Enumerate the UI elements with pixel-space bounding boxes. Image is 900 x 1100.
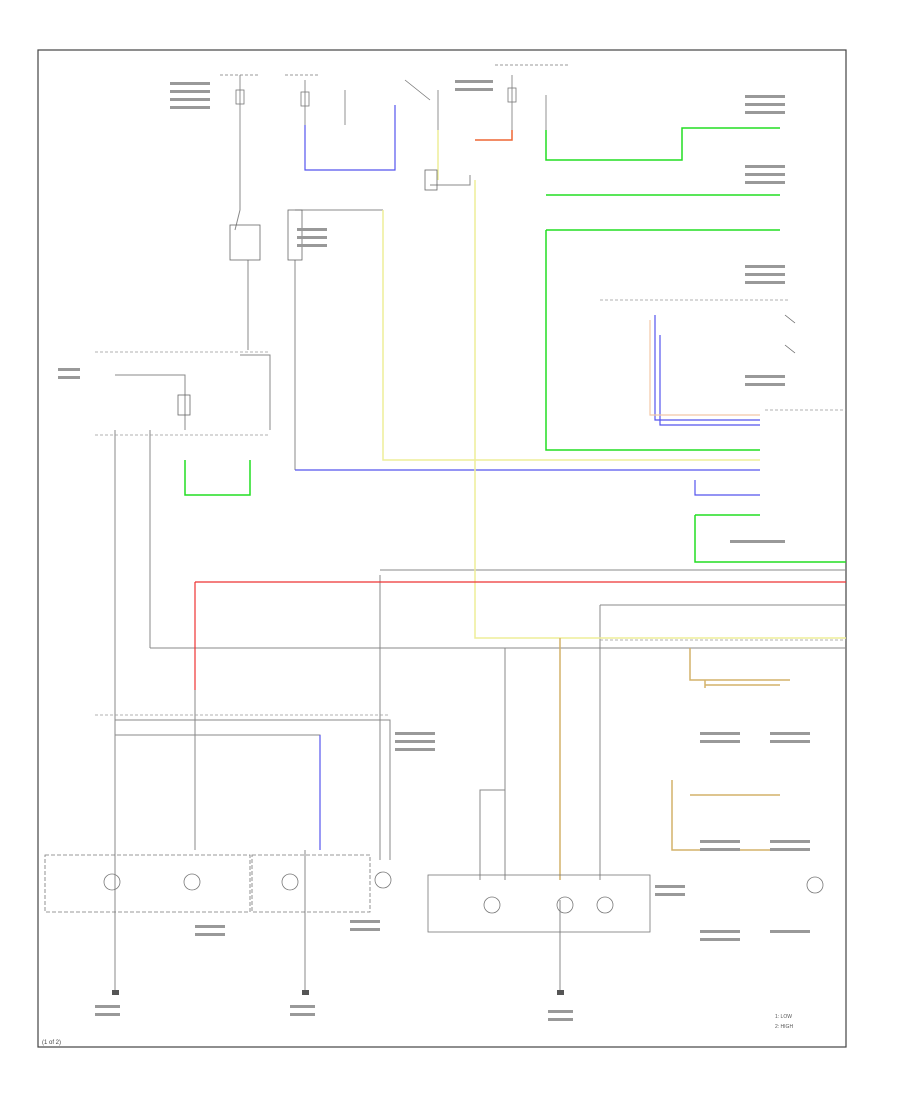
diagram-frame [37, 49, 847, 1048]
orange-wire [475, 130, 513, 141]
legend-entry-high: 2: HIGH [775, 1024, 793, 1030]
tan-wires [559, 638, 790, 880]
page-indicator: (1 of 2) [42, 1040, 61, 1046]
blue-wires [295, 105, 760, 850]
yellow-wires [382, 130, 846, 639]
green-wires [184, 127, 846, 563]
component-labels [58, 80, 810, 1021]
legend-entry-low: 1: LOW [775, 1014, 792, 1020]
ground-symbols [112, 990, 564, 995]
gray-wires [114, 140, 846, 990]
relay-symbols [177, 169, 796, 416]
top-fuse-block [220, 64, 570, 160]
lamp-housings [44, 854, 824, 933]
peach-wire [649, 320, 760, 416]
connector-lines [95, 299, 846, 716]
red-wire [194, 581, 846, 690]
